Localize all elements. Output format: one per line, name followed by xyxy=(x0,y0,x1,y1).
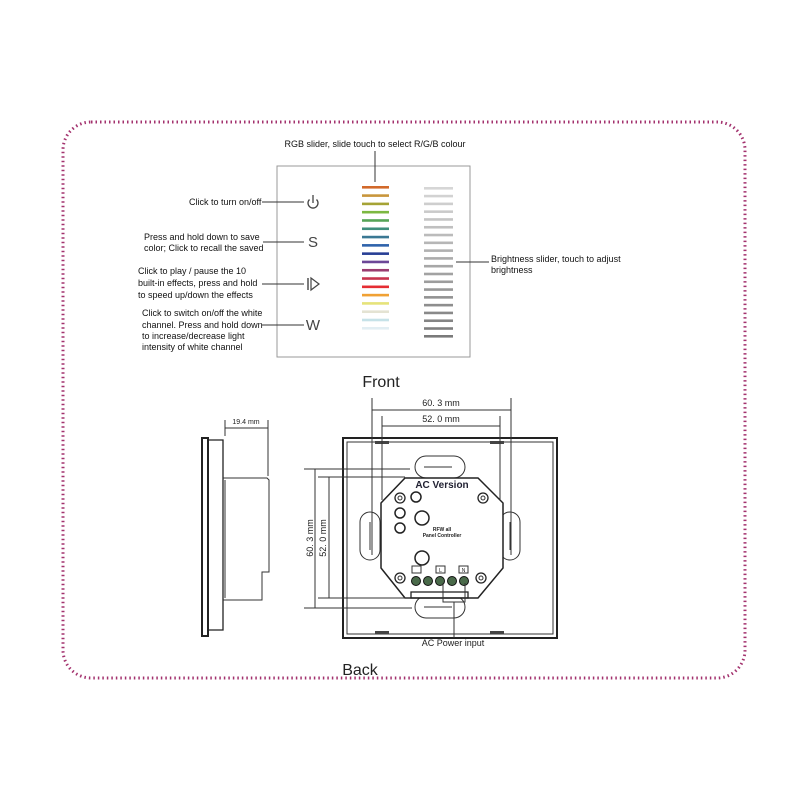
brightness-slider-segment[interactable] xyxy=(424,264,453,268)
brightness-slider-segment[interactable] xyxy=(424,202,453,206)
rgb-slider-segment[interactable] xyxy=(362,186,389,189)
rgb-slider-segment[interactable] xyxy=(362,260,389,264)
white-label-2: channel. Press and hold down xyxy=(142,320,263,330)
dotted-frame xyxy=(61,120,747,680)
rgb-slider-segment[interactable] xyxy=(362,302,389,305)
rear-view xyxy=(304,398,558,639)
terminal-l-label: L xyxy=(439,568,442,574)
front-title: Front xyxy=(362,374,400,391)
brightness-slider-segment[interactable] xyxy=(424,272,453,276)
play-label-2: built-in effects, press and hold xyxy=(138,278,257,288)
rgb-slider-segment[interactable] xyxy=(362,268,389,272)
rgb-slider-segment[interactable] xyxy=(362,244,389,247)
white-label-3: to increase/decrease light xyxy=(142,331,245,341)
rgb-slider-segment[interactable] xyxy=(362,235,389,239)
rgb-slider-label: RGB slider, slide touch to select R/G/B … xyxy=(284,139,465,149)
brightness-slider-segment[interactable] xyxy=(424,257,453,260)
width-outer-dimension: 60. 3 mm xyxy=(422,398,460,408)
white-button[interactable]: W xyxy=(306,317,321,334)
rgb-slider-segment[interactable] xyxy=(362,285,389,289)
brightness-slider-segment[interactable] xyxy=(424,187,453,190)
play-label-3: to speed up/down the effects xyxy=(138,290,253,300)
brightness-slider-segment[interactable] xyxy=(424,233,453,237)
brightness-slider-segment[interactable] xyxy=(424,225,453,229)
ac-version-label: AC Version xyxy=(415,480,468,491)
brightness-slider-segment[interactable] xyxy=(424,249,453,252)
back-title: Back xyxy=(342,662,379,679)
brightness-label-1: Brightness slider, touch to adjust xyxy=(491,254,621,264)
brightness-slider-segment[interactable] xyxy=(424,335,453,338)
brightness-slider[interactable] xyxy=(424,187,453,338)
white-label-4: intensity of white channel xyxy=(142,342,243,352)
rgb-slider-segment[interactable] xyxy=(362,310,389,314)
brightness-slider-segment[interactable] xyxy=(424,218,453,221)
rgb-slider-segment[interactable] xyxy=(362,252,389,255)
depth-dimension: 19.4 mm xyxy=(232,419,259,426)
width-inner-dimension: 52. 0 mm xyxy=(422,414,460,424)
save-label-1: Press and hold down to save xyxy=(144,232,260,242)
rgb-slider-segment[interactable] xyxy=(362,293,389,297)
power-input-label: AC Power input xyxy=(422,638,485,648)
brightness-slider-segment[interactable] xyxy=(424,280,453,284)
brightness-slider-segment[interactable] xyxy=(424,327,453,330)
module-label-1: RFW all xyxy=(433,527,452,533)
brightness-slider-segment[interactable] xyxy=(424,241,453,245)
save-button[interactable]: S xyxy=(308,234,318,251)
module-label-2: Panel Controller xyxy=(423,533,462,539)
power-label: Click to turn on/off xyxy=(189,197,262,207)
rgb-slider-segment[interactable] xyxy=(362,210,389,214)
height-inner-dimension: 52. 0 mm xyxy=(318,519,328,557)
rgb-slider-segment[interactable] xyxy=(362,202,389,206)
brightness-label-2: brightness xyxy=(491,265,533,275)
play-label-1: Click to play / pause the 10 xyxy=(138,266,246,276)
play-pause-icon[interactable] xyxy=(307,276,320,292)
rgb-slider-segment[interactable] xyxy=(362,227,389,231)
side-view xyxy=(201,420,270,637)
brightness-slider-segment[interactable] xyxy=(424,296,453,299)
rgb-slider-segment[interactable] xyxy=(362,318,389,322)
white-label-1: Click to switch on/off the white xyxy=(142,308,262,318)
brightness-slider-segment[interactable] xyxy=(424,319,453,323)
height-outer-dimension: 60. 3 mm xyxy=(305,519,315,557)
brightness-slider-segment[interactable] xyxy=(424,311,453,315)
rgb-slider-segment[interactable] xyxy=(362,219,389,222)
brightness-slider-segment[interactable] xyxy=(424,194,453,198)
rgb-slider-segment[interactable] xyxy=(362,277,389,280)
save-label-2: color; Click to recall the saved xyxy=(144,243,264,253)
rgb-slider-segment[interactable] xyxy=(362,327,389,330)
rgb-slider[interactable] xyxy=(362,186,389,330)
terminal-n-label: N xyxy=(462,568,466,574)
power-icon[interactable] xyxy=(307,195,319,209)
brightness-slider-segment[interactable] xyxy=(424,210,453,213)
brightness-slider-segment[interactable] xyxy=(424,288,453,291)
brightness-slider-segment[interactable] xyxy=(424,303,453,307)
terminal-block xyxy=(411,576,469,586)
rgb-slider-segment[interactable] xyxy=(362,194,389,197)
